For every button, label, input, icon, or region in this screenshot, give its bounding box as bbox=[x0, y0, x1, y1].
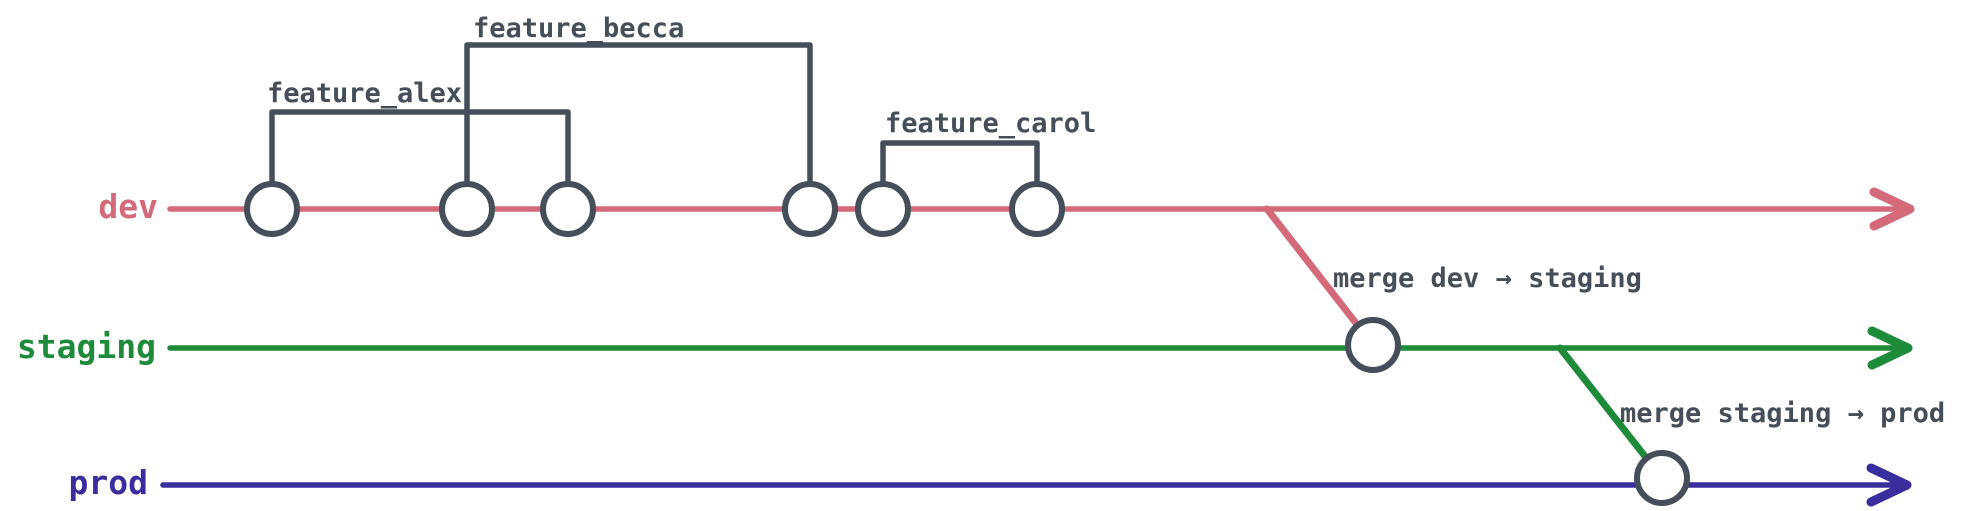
commit-node-dev-commit-6 bbox=[1009, 181, 1065, 237]
branch-label-staging: staging bbox=[17, 327, 156, 366]
arrowhead-staging-icon bbox=[1867, 326, 1913, 370]
commit-node-dev-commit-2 bbox=[439, 181, 495, 237]
feature-label-feature_carol: feature_carol bbox=[885, 108, 1096, 139]
feature-bracket-feature_alex bbox=[269, 109, 571, 212]
feature-label-feature_alex: feature_alex bbox=[267, 78, 462, 109]
merge-line-merge-dev-staging bbox=[1263, 205, 1377, 349]
merge-label-merge-dev-staging: merge dev → staging bbox=[1333, 263, 1642, 294]
feature-label-feature_becca: feature_becca bbox=[473, 13, 684, 44]
branch-label-prod: prod bbox=[69, 463, 148, 502]
merge-label-merge-staging-prod: merge staging → prod bbox=[1620, 398, 1945, 429]
commit-node-dev-commit-4 bbox=[782, 181, 838, 237]
arrowhead-prod-icon bbox=[1866, 463, 1912, 507]
feature-bracket-feature_carol bbox=[880, 140, 1040, 212]
arrowhead-dev-icon bbox=[1869, 187, 1915, 231]
commit-node-dev-commit-5 bbox=[855, 181, 911, 237]
commit-node-dev-commit-1 bbox=[244, 181, 300, 237]
feature-bracket-feature_becca bbox=[464, 42, 813, 212]
commit-node-merge-commit-staging bbox=[1345, 317, 1401, 373]
branch-label-dev: dev bbox=[98, 187, 158, 226]
commit-node-merge-commit-prod bbox=[1634, 450, 1690, 506]
commit-node-dev-commit-3 bbox=[540, 181, 596, 237]
